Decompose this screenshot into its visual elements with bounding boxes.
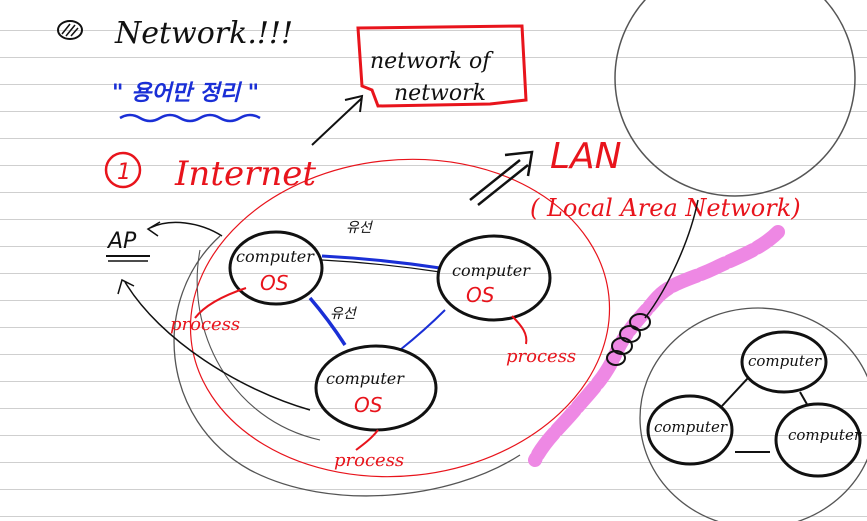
arrow-to-ap-bottom — [117, 278, 311, 411]
arrow-to-network-box — [311, 94, 364, 146]
lan-label: LAN — [550, 136, 622, 177]
lan-cluster-boundary — [639, 307, 867, 521]
lan-node-right-circle — [774, 402, 862, 478]
lan-node-right-name: computer — [788, 426, 862, 444]
lan-node-left-circle — [646, 394, 734, 466]
lan-link-top-right — [799, 391, 809, 407]
lan-link-top-left — [721, 377, 749, 407]
lan-node-top-name: computer — [748, 352, 822, 370]
link-left-right-shadow — [321, 259, 441, 273]
node-right-circle — [436, 234, 552, 322]
network-of-network-line2: network — [394, 81, 486, 106]
heading-bullet-hatch — [61, 23, 79, 37]
link-right-bottom — [399, 309, 446, 351]
lan-node-top-circle — [740, 330, 828, 394]
node-bottom-process: process — [334, 450, 404, 471]
heading-bullet-icon — [57, 20, 83, 40]
node-left-process: process — [170, 314, 240, 335]
grey-swoosh-inner — [196, 249, 321, 441]
link-left-bottom — [308, 296, 347, 346]
top-right-circle — [614, 0, 856, 197]
lan-pointer-line — [644, 199, 699, 319]
network-of-network-box — [356, 24, 528, 108]
node-bottom-circle — [314, 344, 438, 432]
arrow-to-ap-top — [146, 221, 223, 237]
node-bottom-os: OS — [354, 393, 383, 417]
node-left-name: computer — [236, 247, 315, 266]
link-label-left: 유선 — [330, 306, 357, 322]
lan-node-left-name: computer — [654, 418, 728, 436]
node-left-process-line — [194, 287, 247, 319]
subheading-text: " 용어만 정리 " — [112, 81, 259, 106]
link-label-top: 유선 — [346, 220, 373, 236]
internet-boundary — [189, 158, 611, 478]
grey-swoosh-outer — [173, 235, 521, 497]
network-of-network-line1: network of — [370, 49, 494, 74]
node-bottom-process-line — [355, 429, 379, 451]
node-right-process-line — [511, 315, 528, 345]
double-arrow-to-lan — [469, 150, 534, 206]
lan-expansion: ( Local Area Network) — [530, 194, 801, 222]
node-left-circle — [228, 230, 324, 306]
node-bottom-name: computer — [326, 369, 405, 388]
internet-label: Internet — [174, 154, 316, 194]
ap-label: AP — [106, 229, 137, 254]
section-number-circle — [104, 151, 142, 189]
node-right-process: process — [506, 346, 576, 367]
node-right-os: OS — [466, 283, 495, 307]
node-right-name: computer — [452, 261, 531, 280]
coil-connector-icon — [606, 313, 651, 366]
subheading-wavy-underline — [119, 113, 261, 123]
section-number: 1 — [117, 160, 131, 185]
node-left-os: OS — [260, 271, 289, 295]
link-left-right — [321, 254, 441, 270]
heading-text: Network.!!! — [114, 16, 293, 51]
